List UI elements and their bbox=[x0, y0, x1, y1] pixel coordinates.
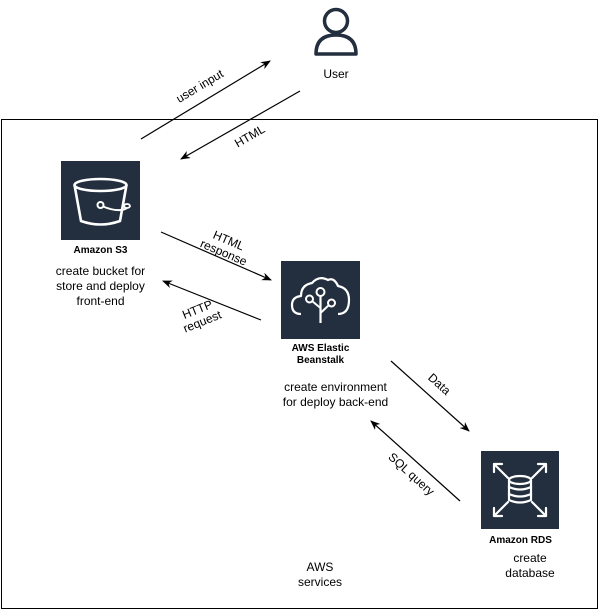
s3-description: create bucket for store and deploy front… bbox=[40, 264, 161, 309]
edge-html bbox=[180, 90, 301, 160]
s3-tile[interactable] bbox=[61, 161, 140, 240]
user-icon bbox=[314, 7, 358, 56]
edge-html-response bbox=[160, 231, 272, 281]
aws-group-label: AWS services bbox=[285, 560, 355, 590]
beanstalk-description: create environment for deploy back-end bbox=[265, 380, 406, 410]
elastic-beanstalk-icon bbox=[290, 276, 351, 323]
rds-description: create database bbox=[495, 551, 565, 581]
s3-bucket-icon bbox=[73, 177, 131, 226]
s3-name: Amazon S3 bbox=[73, 245, 128, 256]
s3-desc-line1: create bucket for bbox=[55, 264, 146, 278]
beanstalk-name-line2: Beanstalk bbox=[296, 355, 345, 366]
rds-name: Amazon RDS bbox=[489, 535, 552, 546]
rds-desc-line2: database bbox=[505, 566, 555, 580]
edge-http-request bbox=[162, 280, 262, 321]
aws-group-label-line1: AWS bbox=[306, 560, 334, 574]
s3-desc-line3: front-end bbox=[76, 294, 125, 308]
rds-database-icon bbox=[492, 462, 548, 518]
s3-desc-line2: store and deploy bbox=[56, 279, 145, 293]
beanstalk-name: AWS Elastic Beanstalk bbox=[270, 343, 371, 367]
edge-user-input bbox=[140, 60, 271, 140]
beanstalk-name-line1: AWS Elastic bbox=[291, 343, 350, 354]
user-label: User bbox=[323, 67, 349, 81]
beanstalk-desc-line2: for deploy back-end bbox=[282, 395, 389, 409]
rds-desc-line1: create bbox=[513, 551, 547, 565]
aws-services-group bbox=[1, 119, 598, 609]
beanstalk-tile[interactable] bbox=[281, 261, 360, 339]
rds-tile[interactable] bbox=[481, 451, 559, 529]
edge-sql-query bbox=[370, 420, 461, 502]
edge-data bbox=[390, 360, 470, 432]
aws-group-label-line2: services bbox=[297, 575, 342, 589]
beanstalk-desc-line1: create environment bbox=[284, 380, 387, 394]
